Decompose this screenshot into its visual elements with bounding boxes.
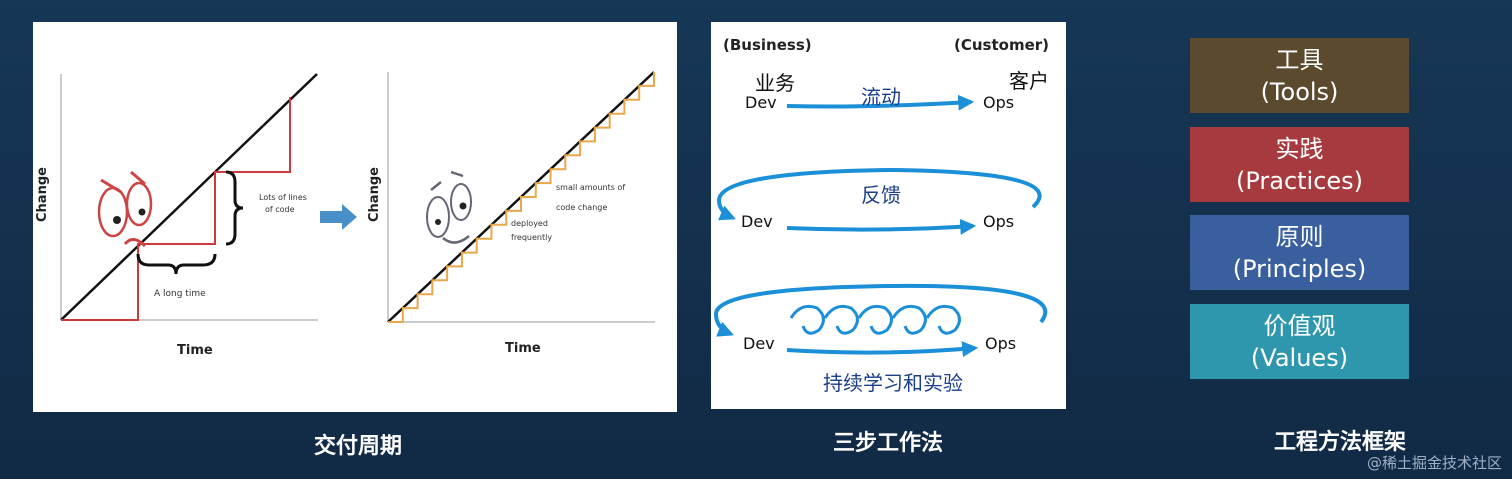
principles-cn: 原则 bbox=[1275, 222, 1324, 251]
left-chart: Lots of lines of code A long time Time C… bbox=[35, 73, 318, 358]
ops-label-1: Ops bbox=[983, 93, 1014, 112]
dev-label-3: Dev bbox=[743, 334, 775, 353]
practices-box: 实践 (Practices) bbox=[1190, 127, 1409, 202]
feedback-forward-arrow bbox=[786, 218, 977, 235]
left-diagonal-line bbox=[60, 73, 318, 321]
ops-label-2: Ops bbox=[983, 212, 1014, 231]
right-x-label: Time bbox=[505, 341, 541, 356]
three-ways-diagram: (Business) (Customer) 业务 客户 Dev Ops 流动 D… bbox=[713, 36, 1049, 395]
frequently-label: frequently bbox=[511, 233, 552, 242]
delivery-cycle-diagram: Lots of lines of code A long time Time C… bbox=[35, 71, 655, 358]
long-time-label: A long time bbox=[154, 289, 206, 299]
right-step-line bbox=[388, 72, 655, 323]
three-ways-panel: (Business) (Customer) 业务 客户 Dev Ops 流动 D… bbox=[711, 22, 1066, 409]
tools-en: (Tools) bbox=[1260, 77, 1339, 106]
watermark: @稀土掘金技术社区 bbox=[1366, 454, 1502, 472]
values-en: (Values) bbox=[1250, 343, 1349, 372]
feedback-loop-arrow bbox=[716, 167, 1042, 221]
learning-forward-arrow bbox=[786, 341, 979, 358]
flow-label: 流动 bbox=[861, 85, 901, 109]
customer-label: (Customer) bbox=[954, 36, 1049, 54]
small-amounts-label: small amounts of bbox=[556, 183, 625, 192]
ops-label-3: Ops bbox=[985, 334, 1016, 353]
customer-cn-label: 客户 bbox=[1009, 69, 1049, 93]
flow-arrow bbox=[786, 94, 975, 111]
values-box: 价值观 (Values) bbox=[1190, 304, 1409, 379]
dev-label-2: Dev bbox=[741, 212, 773, 231]
left-step-line bbox=[61, 97, 291, 321]
delivery-cycle-panel: Lots of lines of code A long time Time C… bbox=[33, 22, 677, 412]
principles-en: (Principles) bbox=[1232, 254, 1367, 283]
tools-box: 工具 (Tools) bbox=[1190, 38, 1409, 113]
calm-face-icon bbox=[426, 170, 472, 244]
delivery-cycle-caption: 交付周期 bbox=[313, 434, 402, 459]
left-x-label: Time bbox=[177, 343, 213, 358]
stressed-face-icon bbox=[97, 170, 153, 248]
business-label: (Business) bbox=[723, 36, 812, 54]
learning-loop-arrow bbox=[713, 283, 1048, 337]
values-cn: 价值观 bbox=[1263, 311, 1336, 340]
deployed-label: deployed bbox=[511, 219, 548, 228]
code-change-label: code change bbox=[556, 203, 607, 212]
framework-caption: 工程方法框架 bbox=[1273, 430, 1406, 455]
lots-of-lines-label: Lots of lines bbox=[259, 193, 307, 202]
tools-cn: 工具 bbox=[1275, 45, 1324, 74]
practices-en: (Practices) bbox=[1235, 166, 1364, 195]
of-code-label: of code bbox=[265, 205, 295, 214]
horizontal-brace bbox=[136, 253, 217, 275]
dev-label-1: Dev bbox=[745, 93, 777, 112]
principles-box: 原则 (Principles) bbox=[1190, 215, 1409, 290]
left-y-label: Change bbox=[35, 167, 50, 222]
learning-label: 持续学习和实验 bbox=[823, 371, 963, 395]
three-ways-caption: 三步工作法 bbox=[832, 431, 943, 456]
vertical-brace bbox=[225, 170, 244, 246]
practices-cn: 实践 bbox=[1275, 134, 1324, 163]
right-chart: small amounts of code change deployed fr… bbox=[367, 71, 655, 356]
right-y-label: Change bbox=[367, 167, 382, 222]
business-cn-label: 业务 bbox=[755, 71, 795, 95]
experiment-loops-icon bbox=[789, 304, 961, 335]
right-arrow-icon bbox=[320, 204, 357, 230]
feedback-label: 反馈 bbox=[861, 183, 901, 207]
